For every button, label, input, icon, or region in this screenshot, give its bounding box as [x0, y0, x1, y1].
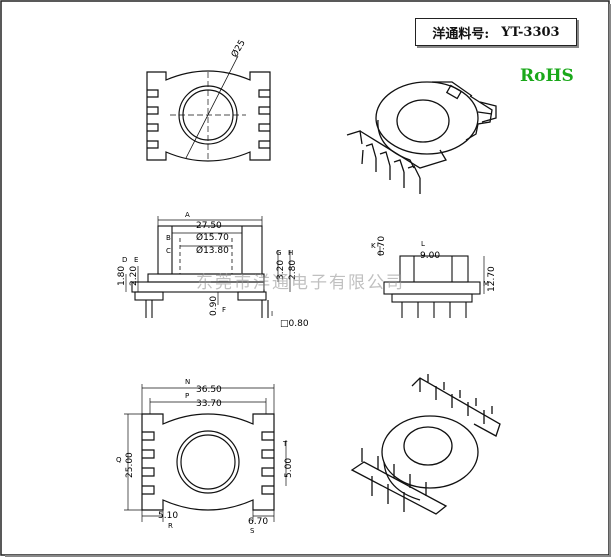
dim-Q-letter: Q — [116, 456, 122, 464]
bottom-view — [124, 384, 287, 522]
part-number-value: YT-3303 — [501, 24, 560, 40]
dim-Q-value: 25.00 — [125, 452, 135, 478]
dim-P-letter: P — [185, 392, 189, 400]
dim-E-value: 2.20 — [129, 266, 139, 286]
iso-view-top — [346, 81, 497, 194]
dim-S-value: 6.70 — [248, 517, 268, 527]
iso-view-bottom — [350, 374, 501, 515]
dim-R-value: 5.10 — [158, 511, 178, 521]
dim-L-letter: L — [421, 240, 425, 248]
dim-D-value: 1.80 — [117, 266, 127, 286]
dim-C-letter: C — [166, 247, 171, 255]
dim-N-letter: N — [185, 378, 190, 386]
side-view — [125, 216, 291, 318]
part-number-label: 洋通料号: — [432, 26, 490, 42]
dim-I-letter: I — [271, 310, 273, 318]
dim-M-value: 12.70 — [487, 266, 497, 292]
dim-M-letter: M — [483, 280, 489, 288]
dim-T-value: 5.00 — [284, 458, 294, 478]
dim-K-value: 0.70 — [377, 236, 387, 256]
rohs-badge: RoHS — [520, 66, 574, 86]
end-view — [379, 246, 485, 318]
dim-S-letter: S — [250, 527, 255, 535]
dim-F-value: 0.90 — [209, 296, 219, 316]
dim-L-value: 9.00 — [420, 251, 440, 261]
dim-F-letter: F — [222, 306, 226, 314]
dim-A-value: 27.50 — [196, 221, 222, 231]
dim-B-letter: B — [166, 234, 171, 242]
dim-E-letter: E — [134, 256, 138, 264]
top-view — [146, 55, 271, 162]
dim-T-letter: T — [282, 440, 288, 448]
dim-D-letter: D — [122, 256, 127, 264]
dim-A-letter: A — [185, 211, 190, 219]
company-watermark: 东莞市洋通电子有限公司 — [196, 273, 405, 293]
dim-I-value: □0.80 — [280, 319, 309, 329]
dim-R-letter: R — [168, 522, 173, 530]
dim-H-letter: H — [288, 249, 293, 257]
dim-G-letter: G — [276, 249, 281, 257]
dim-K-letter: K — [371, 242, 376, 250]
dim-N-value: 36.50 — [196, 385, 222, 395]
dim-H-value: 2.80 — [288, 260, 298, 280]
dim-G-value: 3.20 — [276, 260, 286, 280]
top-view-diameter: Ø25 — [229, 38, 248, 60]
dim-P-value: 33.70 — [196, 399, 222, 409]
part-number-box: 洋通料号: YT-3303 — [415, 18, 577, 46]
dim-C-value: Ø13.80 — [196, 245, 229, 256]
dim-B-value: Ø15.70 — [196, 232, 229, 243]
